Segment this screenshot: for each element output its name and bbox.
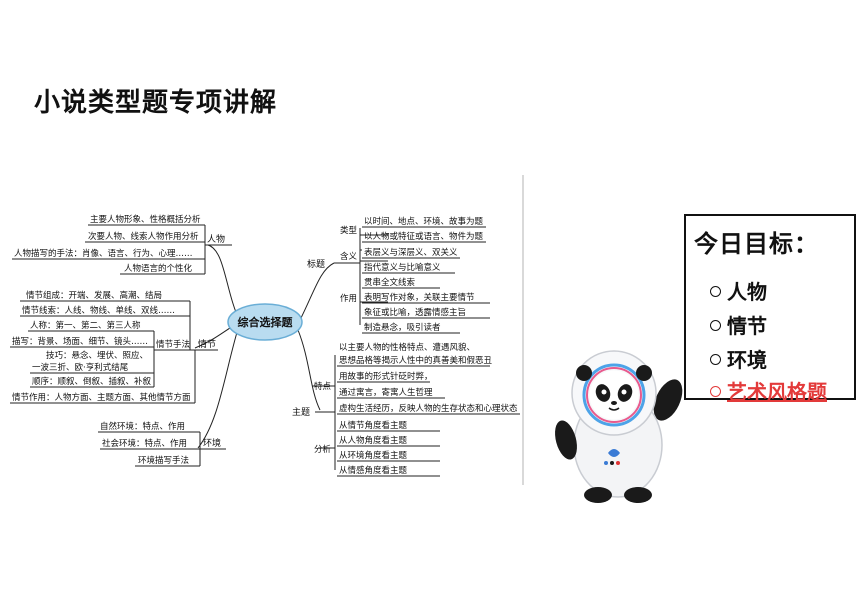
goals-title: 今日目标： [694, 230, 819, 258]
circle-bullet-icon [710, 286, 721, 297]
center-node-label: 综合选择题 [238, 315, 294, 329]
sub-branch-fenxi: 分析 [314, 444, 332, 455]
qingjie-item: 一波三折、欧·亨利式结尾 [32, 362, 129, 373]
biaoti-item: 贯串全文线索 [364, 277, 415, 288]
zhuti-item: 从情节角度看主题 [339, 420, 408, 431]
goals-panel: 今日目标： 人物 情节 环境 艺术风格题 [684, 214, 856, 404]
goal-item: 环境 [710, 344, 767, 373]
circle-bullet-icon [710, 320, 721, 331]
goal-item-active: 艺术风格题 [710, 376, 827, 405]
biaoti-item: 以时间、地点、环境、故事为题 [364, 216, 484, 227]
branch-qingjie: 情节 [198, 338, 216, 350]
divider [522, 175, 524, 485]
zhuti-item: 以主要人物的性格特点、遭遇风貌、 [339, 342, 475, 353]
center-node [227, 303, 303, 341]
zhuti-item: 虚构生活经历，反映人物的生存状态和心理状态 [339, 403, 518, 414]
zhuti-item: 通过寓言，寄寓人生哲理 [339, 387, 433, 398]
sub-branch-qingjie-shoufa: 情节手法 [156, 339, 190, 350]
sub-branch-zuoyong: 作用 [340, 293, 357, 304]
huanjing-item: 社会环境：特点、作用 [102, 438, 187, 449]
sub-branch-leixing: 类型 [340, 225, 358, 236]
biaoti-item: 表层义与深层义、双关义 [364, 247, 458, 258]
circle-bullet-icon [710, 386, 721, 397]
qingjie-item: 情节线索：人线、物线、单线、双线…… [22, 305, 175, 316]
biaoti-item: 表明写作对象，关联主要情节 [364, 292, 475, 303]
zhuti-item: 从环境角度看主题 [339, 450, 408, 461]
circle-bullet-icon [710, 354, 721, 365]
goal-label: 艺术风格题 [727, 380, 827, 404]
qingjie-item: 人称：第一、第二、第三人称 [30, 320, 141, 331]
qingjie-item: 描写：背景、场面、细节、镜头…… [12, 336, 148, 347]
zhuti-item: 思想品格等揭示人性中的真善美和假恶丑 [339, 355, 493, 366]
branch-renwu: 人物 [207, 233, 225, 245]
biaoti-item: 以人物或特征或语言、物件为题 [364, 231, 484, 242]
branch-zhuti: 主题 [292, 406, 310, 418]
huanjing-item: 环境描写手法 [138, 455, 189, 466]
huanjing-item: 自然环境：特点、作用 [100, 421, 185, 432]
zhuti-item: 从人物角度看主题 [339, 435, 408, 446]
qingjie-item: 情节作用：人物方面、主题方面、其他情节方面 [12, 392, 191, 403]
goal-item: 情节 [710, 310, 767, 339]
renwu-item: 人物描写的手法：肖像、语言、行为、心理…… [14, 248, 193, 259]
mind-map: 综合选择题 人物 主要人物形象、性格概括分析 次要人物、线索人物作用分析 人物描… [10, 214, 520, 477]
goal-item: 人物 [710, 276, 767, 305]
qingjie-item: 技巧：悬念、埋伏、照应、 [46, 350, 148, 361]
renwu-item: 人物语言的个性化 [124, 263, 193, 274]
sub-branch-tedian: 特点 [314, 381, 332, 392]
renwu-item: 次要人物、线索人物作用分析 [88, 231, 199, 242]
renwu-item: 主要人物形象、性格概括分析 [90, 214, 201, 225]
qingjie-item: 情节组成：开端、发展、高潮、结局 [26, 290, 162, 301]
biaoti-item: 制造悬念，吸引读者 [364, 322, 441, 333]
zhuti-item: 用故事的形式针砭时弊， [339, 371, 433, 382]
zhuti-item: 从情感角度看主题 [339, 465, 408, 476]
goal-label: 情节 [727, 314, 767, 338]
sub-branch-hanyi: 含义 [340, 251, 358, 262]
branch-huanjing: 环境 [203, 437, 221, 449]
biaoti-item: 指代意义与比喻意义 [364, 262, 441, 273]
bing-dwen-dwen-mascot-icon [555, 350, 683, 503]
page-title: 小说类型题专项讲解 [34, 88, 278, 118]
goal-label: 环境 [727, 348, 767, 372]
qingjie-item: 顺序：顺叙、倒叙、插叙、补叙 [32, 376, 152, 387]
goal-label: 人物 [727, 280, 767, 304]
biaoti-item: 象征或比喻，透露情感主旨 [364, 307, 466, 318]
branch-biaoti: 标题 [307, 258, 325, 270]
